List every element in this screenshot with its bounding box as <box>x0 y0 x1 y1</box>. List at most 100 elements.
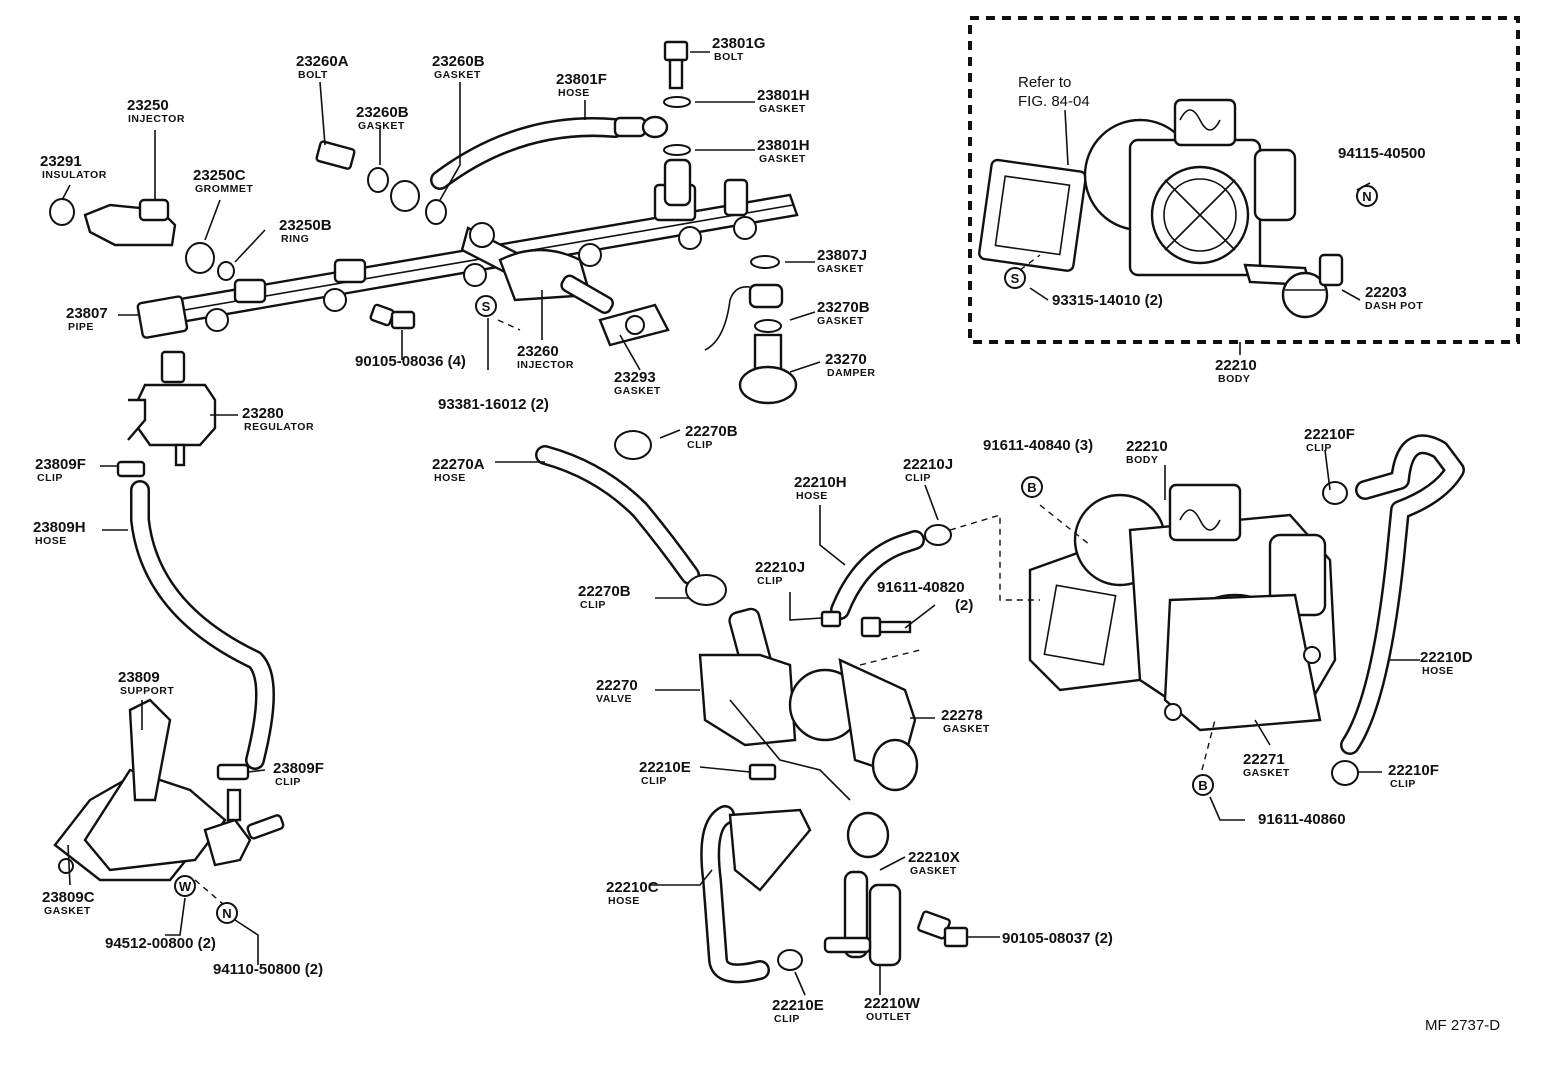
svg-text:SUPPORT: SUPPORT <box>120 685 174 697</box>
label-23270: 23270 DAMPER <box>825 351 876 379</box>
svg-text:91611-40840 (3): 91611-40840 (3) <box>983 437 1093 454</box>
svg-text:22210H: 22210H <box>794 474 847 491</box>
svg-text:REGULATOR: REGULATOR <box>244 421 314 433</box>
svg-text:23250B: 23250B <box>279 217 332 234</box>
symbol-w-support: W <box>174 875 196 897</box>
svg-text:91611-40860: 91611-40860 <box>1258 811 1346 828</box>
svg-text:VALVE: VALVE <box>596 693 632 705</box>
label-23250: 23250 INJECTOR <box>127 97 184 125</box>
svg-text:GASKET: GASKET <box>817 315 864 327</box>
svg-text:23291: 23291 <box>40 153 82 170</box>
svg-text:22210: 22210 <box>1126 438 1168 455</box>
label-23809c: 23809C GASKET <box>42 889 95 917</box>
svg-text:CLIP: CLIP <box>905 472 931 484</box>
support-bracket-illustration <box>53 698 285 882</box>
bolt-91611-40820-illustration <box>860 616 912 638</box>
svg-text:22210X: 22210X <box>908 849 960 866</box>
svg-text:BODY: BODY <box>1218 373 1250 385</box>
label-23260b-mid: 23260B GASKET <box>356 104 409 132</box>
label-22270: 22270 VALVE <box>596 677 638 705</box>
reference-box <box>968 16 1520 344</box>
throttle-body-box-illustration <box>978 98 1312 287</box>
svg-text:23260A: 23260A <box>296 53 349 70</box>
svg-text:23270: 23270 <box>825 351 867 368</box>
label-91611-40840: 91611-40840 (3) <box>983 437 1093 454</box>
svg-text:BOLT: BOLT <box>714 51 744 63</box>
svg-text:22210C: 22210C <box>606 879 659 896</box>
svg-text:GASKET: GASKET <box>358 120 405 132</box>
svg-text:GASKET: GASKET <box>614 385 661 397</box>
label-91611-40860: 91611-40860 <box>1258 811 1346 828</box>
svg-text:CLIP: CLIP <box>275 776 301 788</box>
label-22270a: 22270A HOSE <box>432 456 485 484</box>
svg-text:GASKET: GASKET <box>434 69 481 81</box>
svg-text:RING: RING <box>281 233 309 245</box>
svg-text:(2): (2) <box>955 597 973 614</box>
label-23250c: 23250C GROMMET <box>193 167 253 195</box>
label-22210j-1: 22210J CLIP <box>903 456 953 484</box>
injector-illustration <box>49 198 235 281</box>
label-23807j: 23807J GASKET <box>817 247 867 275</box>
label-23801h-2: 23801H GASKET <box>757 137 810 165</box>
svg-text:94512-00800 (2): 94512-00800 (2) <box>105 935 216 952</box>
label-22271: 22271 GASKET <box>1243 751 1290 779</box>
label-22210f-2: 22210F CLIP <box>1388 762 1439 790</box>
svg-text:22210W: 22210W <box>864 995 921 1012</box>
label-22210h: 22210H HOSE <box>794 474 847 502</box>
label-22210d: 22210D HOSE <box>1420 649 1473 677</box>
leader-23260a <box>319 81 326 146</box>
svg-text:S: S <box>1011 271 1020 286</box>
pressure-regulator-illustration <box>116 350 217 478</box>
label-23809: 23809 SUPPORT <box>118 669 174 697</box>
svg-text:CLIP: CLIP <box>687 439 713 451</box>
svg-text:23280: 23280 <box>242 405 284 422</box>
label-94115: 94115-40500 <box>1338 145 1426 162</box>
svg-text:22210D: 22210D <box>1420 649 1473 666</box>
symbol-n-support: N <box>216 902 238 924</box>
svg-text:FIG. 84-04: FIG. 84-04 <box>1018 93 1090 110</box>
label-23260b-top: 23260B GASKET <box>432 53 485 81</box>
label-23291: 23291 INSULATOR <box>40 153 106 181</box>
svg-text:22270: 22270 <box>596 677 638 694</box>
svg-text:90105-08037 (2): 90105-08037 (2) <box>1002 930 1113 947</box>
svg-text:22270B: 22270B <box>685 423 738 440</box>
label-22270b-2: 22270B CLIP <box>578 583 631 611</box>
svg-text:22210F: 22210F <box>1388 762 1439 779</box>
svg-text:CLIP: CLIP <box>1390 778 1416 790</box>
svg-text:DAMPER: DAMPER <box>827 367 876 379</box>
svg-text:22210J: 22210J <box>755 559 805 576</box>
svg-text:CLIP: CLIP <box>641 775 667 787</box>
svg-text:GASKET: GASKET <box>1243 767 1290 779</box>
svg-text:CLIP: CLIP <box>1306 442 1332 454</box>
svg-text:22210F: 22210F <box>1304 426 1355 443</box>
fuel-delivery-pipe-illustration <box>136 158 799 339</box>
svg-text:23293: 23293 <box>614 369 656 386</box>
svg-text:CLIP: CLIP <box>580 599 606 611</box>
label-22210-body: 22210 BODY <box>1126 438 1168 466</box>
svg-text:GASKET: GASKET <box>759 153 806 165</box>
label-23260a: 23260A BOLT <box>296 53 349 81</box>
label-93381: 93381-16012 (2) <box>438 396 549 413</box>
pulsation-damper-illustration <box>704 255 798 405</box>
svg-text:23260: 23260 <box>517 343 559 360</box>
svg-text:22210E: 22210E <box>772 997 824 1014</box>
svg-text:23270B: 23270B <box>817 299 870 316</box>
svg-text:23801G: 23801G <box>712 35 765 52</box>
svg-text:GROMMET: GROMMET <box>195 183 253 195</box>
svg-text:91611-40820: 91611-40820 <box>877 579 965 596</box>
svg-text:GASKET: GASKET <box>817 263 864 275</box>
label-23801f: 23801F HOSE <box>556 71 607 99</box>
svg-text:23801F: 23801F <box>556 71 607 88</box>
label-23260: 23260 INJECTOR <box>517 343 574 371</box>
svg-text:HOSE: HOSE <box>35 535 67 547</box>
svg-text:INJECTOR: INJECTOR <box>517 359 574 371</box>
svg-text:B: B <box>1027 480 1036 495</box>
svg-text:GASKET: GASKET <box>44 905 91 917</box>
label-23801g: 23801G BOLT <box>712 35 765 63</box>
label-23809h: 23809H HOSE <box>33 519 86 547</box>
label-23250b: 23250B RING <box>279 217 332 245</box>
svg-text:S: S <box>482 299 491 314</box>
label-23293: 23293 GASKET <box>614 369 661 397</box>
svg-text:HOSE: HOSE <box>608 895 640 907</box>
